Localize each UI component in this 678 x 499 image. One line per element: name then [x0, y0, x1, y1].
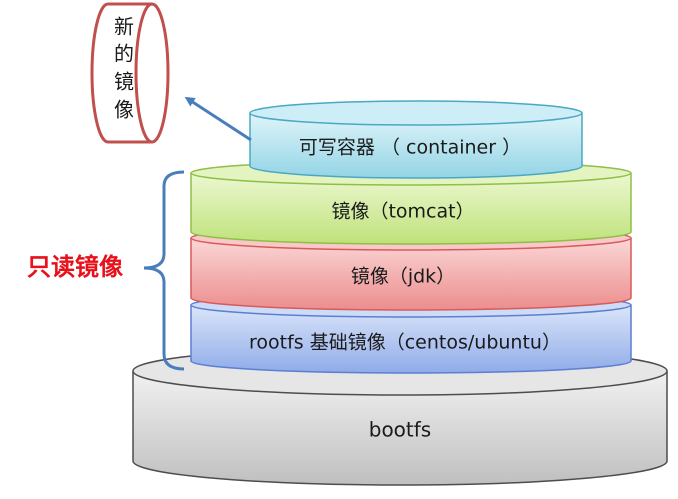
new-image-char-1: 新 — [114, 15, 134, 39]
jdk-body — [190, 238, 632, 311]
container-top — [249, 100, 583, 126]
new-image-cap — [134, 2, 170, 144]
tomcat-label: 镜像（tomcat） — [331, 201, 474, 223]
rootfs-body — [190, 305, 632, 374]
readonly-brace — [143, 170, 185, 371]
container-label: 可写容器 （ container ） — [299, 137, 521, 159]
commit-arrow — [184, 96, 252, 142]
layer-container: 可写容器 （ container ） — [249, 100, 583, 179]
new-image-char-3: 镜 — [114, 70, 134, 94]
bootfs-body — [132, 371, 668, 486]
tomcat-body — [190, 173, 632, 245]
new-image-char-2: 的 — [114, 42, 134, 66]
new-image-char-4: 像 — [114, 98, 134, 122]
new-image: 新 的 镜 像 — [90, 2, 170, 144]
jdk-label: 镜像（jdk） — [351, 266, 455, 288]
container-body — [249, 113, 583, 179]
readonly-label: 只读镜像 — [27, 253, 124, 281]
rootfs-label: rootfs 基础镜像（centos/ubuntu） — [249, 332, 561, 354]
bootfs-label: bootfs — [369, 418, 431, 442]
